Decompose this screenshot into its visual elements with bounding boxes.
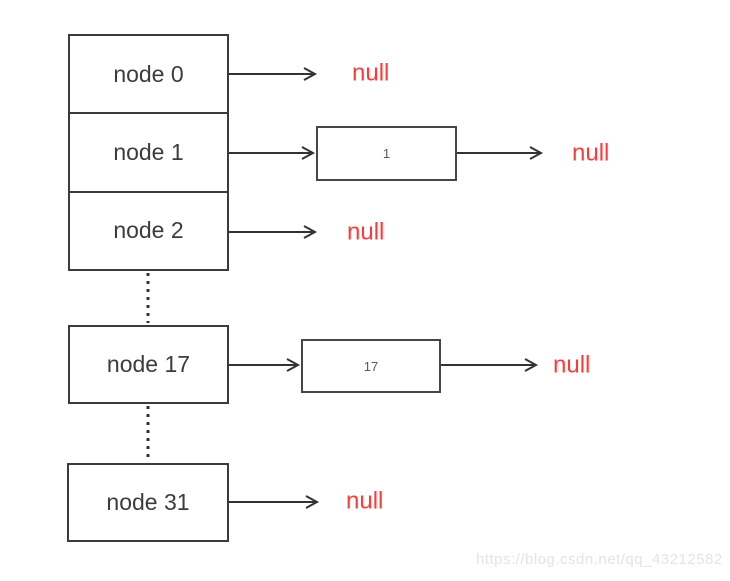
node2-label: node 2 — [113, 217, 184, 244]
null-terminator-node2: null — [347, 218, 385, 246]
entry1-value: 1 — [382, 146, 391, 161]
array-cell-node0: node 0 — [70, 36, 227, 115]
null-terminator-node1: null — [572, 139, 610, 167]
entry-box-17: 17 — [301, 339, 441, 393]
watermark-url: https://blog.csdn.net/qq_43212582 — [476, 551, 723, 568]
null-terminator-node17: null — [553, 351, 591, 379]
null-terminator-node0: null — [352, 59, 390, 87]
array-cell-node2: node 2 — [70, 193, 227, 269]
entry-box-1: 1 — [316, 126, 457, 181]
null-terminator-node31: null — [346, 487, 384, 515]
array-cell-node17: node 17 — [68, 325, 229, 404]
bucket-array: node 0 node 1 node 2 — [68, 34, 229, 271]
node31-label: node 31 — [106, 489, 190, 515]
node17-label: node 17 — [106, 351, 191, 377]
array-cell-node31: node 31 — [67, 463, 229, 542]
node0-label: node 0 — [113, 60, 184, 87]
array-cell-node1: node 1 — [70, 114, 227, 193]
entry17-value: 17 — [363, 358, 379, 374]
node1-label: node 1 — [113, 138, 184, 165]
